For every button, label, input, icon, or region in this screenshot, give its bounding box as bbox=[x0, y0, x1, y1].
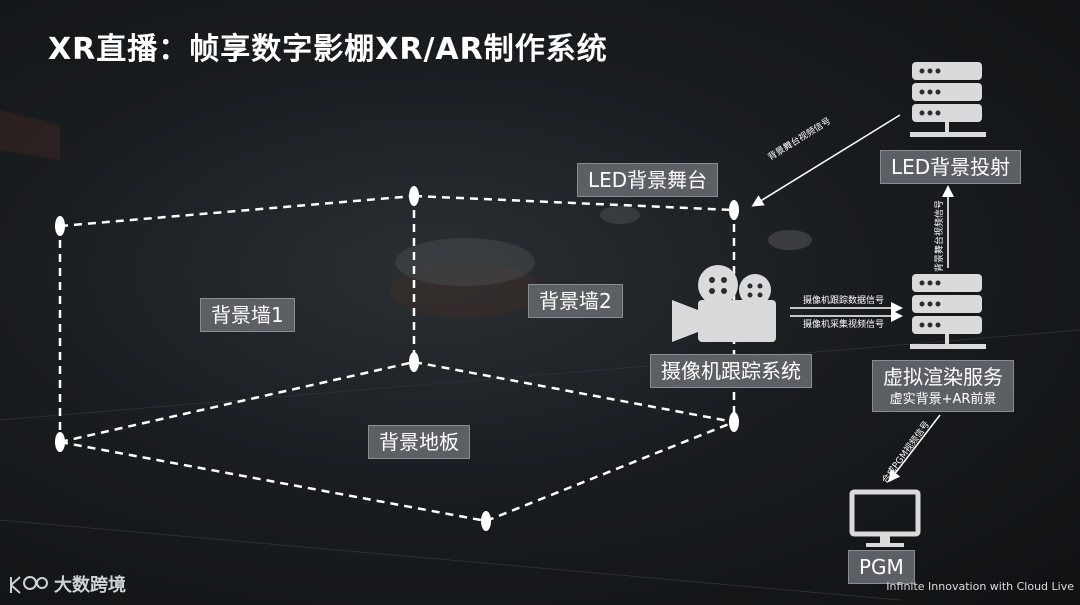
label-camera-tracking: 摄像机跟踪系统 bbox=[650, 354, 812, 388]
server-icon bbox=[910, 62, 986, 137]
page-title: XR直播：帧享数字影棚XR/AR制作系统 bbox=[48, 32, 608, 67]
brand-logo-icon bbox=[10, 576, 48, 594]
server-icon-render bbox=[910, 274, 986, 349]
arrow-render-to-pgm bbox=[888, 414, 941, 483]
stage-wireframe bbox=[58, 194, 736, 523]
arrow-projection-to-stage bbox=[751, 114, 901, 207]
footer-tagline: Infinite Innovation with Cloud Live bbox=[886, 580, 1074, 593]
label-pgm: PGM bbox=[848, 550, 915, 584]
signal-camera-tracking-data: 摄像机跟踪数据信号 bbox=[803, 296, 885, 306]
movie-camera-icon bbox=[672, 265, 776, 342]
label-floor: 背景地板 bbox=[368, 425, 470, 459]
virtual-render-subtitle: 虚实背景+AR前景 bbox=[889, 392, 997, 407]
corner-nodes bbox=[55, 186, 739, 531]
signal-camera-capture-video: 摄像机采集视频信号 bbox=[803, 320, 885, 330]
label-led-stage: LED背景舞台 bbox=[577, 163, 719, 197]
label-virtual-render: 虚拟渲染服务 虚实背景+AR前景 bbox=[872, 360, 1014, 412]
monitor-icon bbox=[849, 489, 921, 547]
virtual-render-title: 虚拟渲染服务 bbox=[883, 365, 1003, 389]
label-wall-2: 背景墙2 bbox=[528, 284, 623, 318]
label-led-projection: LED背景投射 bbox=[880, 150, 1022, 184]
brand-logo: 大数跨境 bbox=[8, 571, 126, 597]
brand-logo-text: 大数跨境 bbox=[54, 575, 126, 596]
label-wall-1: 背景墙1 bbox=[200, 298, 295, 332]
